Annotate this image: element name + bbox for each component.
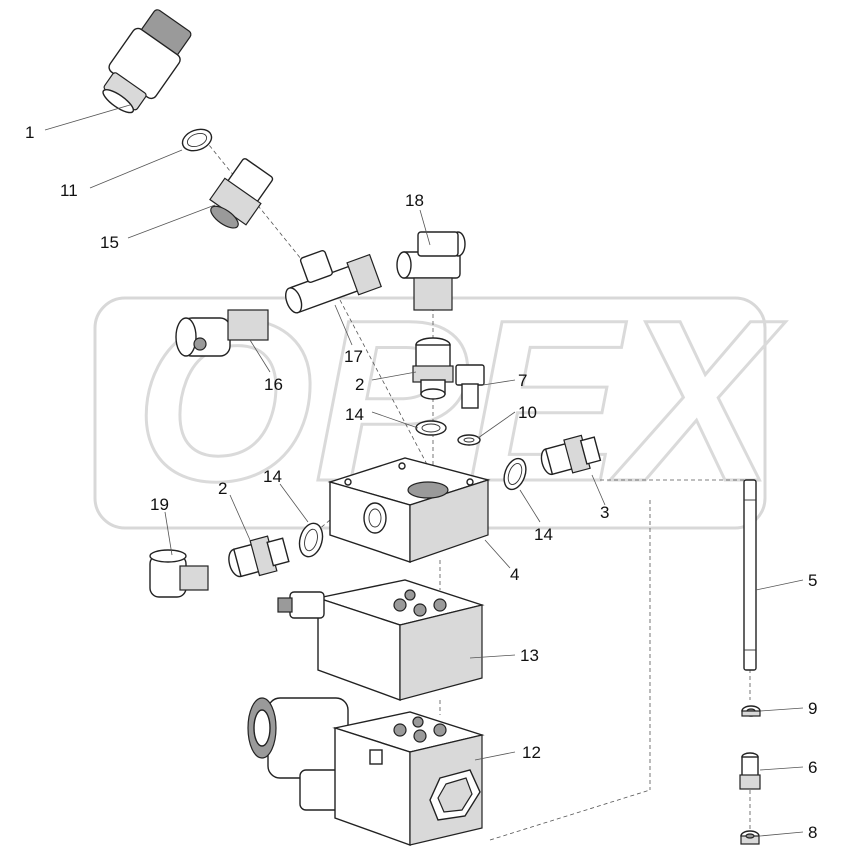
callout-8: 8 xyxy=(808,823,817,842)
part-1-pressure-sensor xyxy=(102,9,192,114)
callout-5: 5 xyxy=(808,571,817,590)
part-16-elbow xyxy=(175,309,269,357)
callout-19: 19 xyxy=(150,495,169,514)
part-14-washer-upper xyxy=(415,420,447,436)
part-3-nipple xyxy=(540,434,602,476)
part-5-rod xyxy=(743,479,757,671)
callout-4: 4 xyxy=(510,565,519,584)
part-8-nut xyxy=(740,830,760,845)
callout-18: 18 xyxy=(405,191,424,210)
part-6-coupling-nut xyxy=(739,752,761,790)
part-11-o-ring xyxy=(181,128,213,152)
callout-11: 11 xyxy=(60,181,78,200)
part-4-manifold-block xyxy=(327,457,491,563)
callout-3: 3 xyxy=(600,503,609,522)
callout-15: 15 xyxy=(100,233,119,252)
callout-14-right: 14 xyxy=(534,525,553,544)
callout-12: 12 xyxy=(522,743,541,762)
part-10-washer xyxy=(457,434,481,446)
callout-1: 1 xyxy=(25,123,34,142)
part-7-bolt xyxy=(455,364,485,409)
part-15-adapter xyxy=(209,158,274,229)
callout-labels: 1 11 15 18 17 16 2 7 14 10 14 3 19 2 14 … xyxy=(25,123,817,842)
callout-10: 10 xyxy=(518,403,537,422)
callout-6: 6 xyxy=(808,758,817,777)
callout-17: 17 xyxy=(344,347,363,366)
callout-14-left: 14 xyxy=(263,467,282,486)
part-9-washer xyxy=(741,705,761,717)
callout-7: 7 xyxy=(518,371,527,390)
part-17-tee-fitting xyxy=(285,249,382,314)
callout-14-upper: 14 xyxy=(345,405,364,424)
part-12-solenoid-valve xyxy=(247,697,485,846)
callout-2-lower: 2 xyxy=(218,479,227,498)
part-14-o-ring-left xyxy=(298,522,324,558)
part-13-valve-block xyxy=(277,579,485,702)
callout-13: 13 xyxy=(520,646,539,665)
part-14-o-ring-right xyxy=(503,457,527,491)
part-2-nipple-upper xyxy=(412,337,454,400)
leader-lines xyxy=(44,104,804,837)
callout-16: 16 xyxy=(264,375,283,394)
part-18-tee-fitting xyxy=(396,231,466,311)
callout-9: 9 xyxy=(808,699,817,718)
part-2-nipple-lower xyxy=(228,535,290,578)
part-19-elbow xyxy=(149,549,209,598)
callout-2-upper: 2 xyxy=(355,375,364,394)
